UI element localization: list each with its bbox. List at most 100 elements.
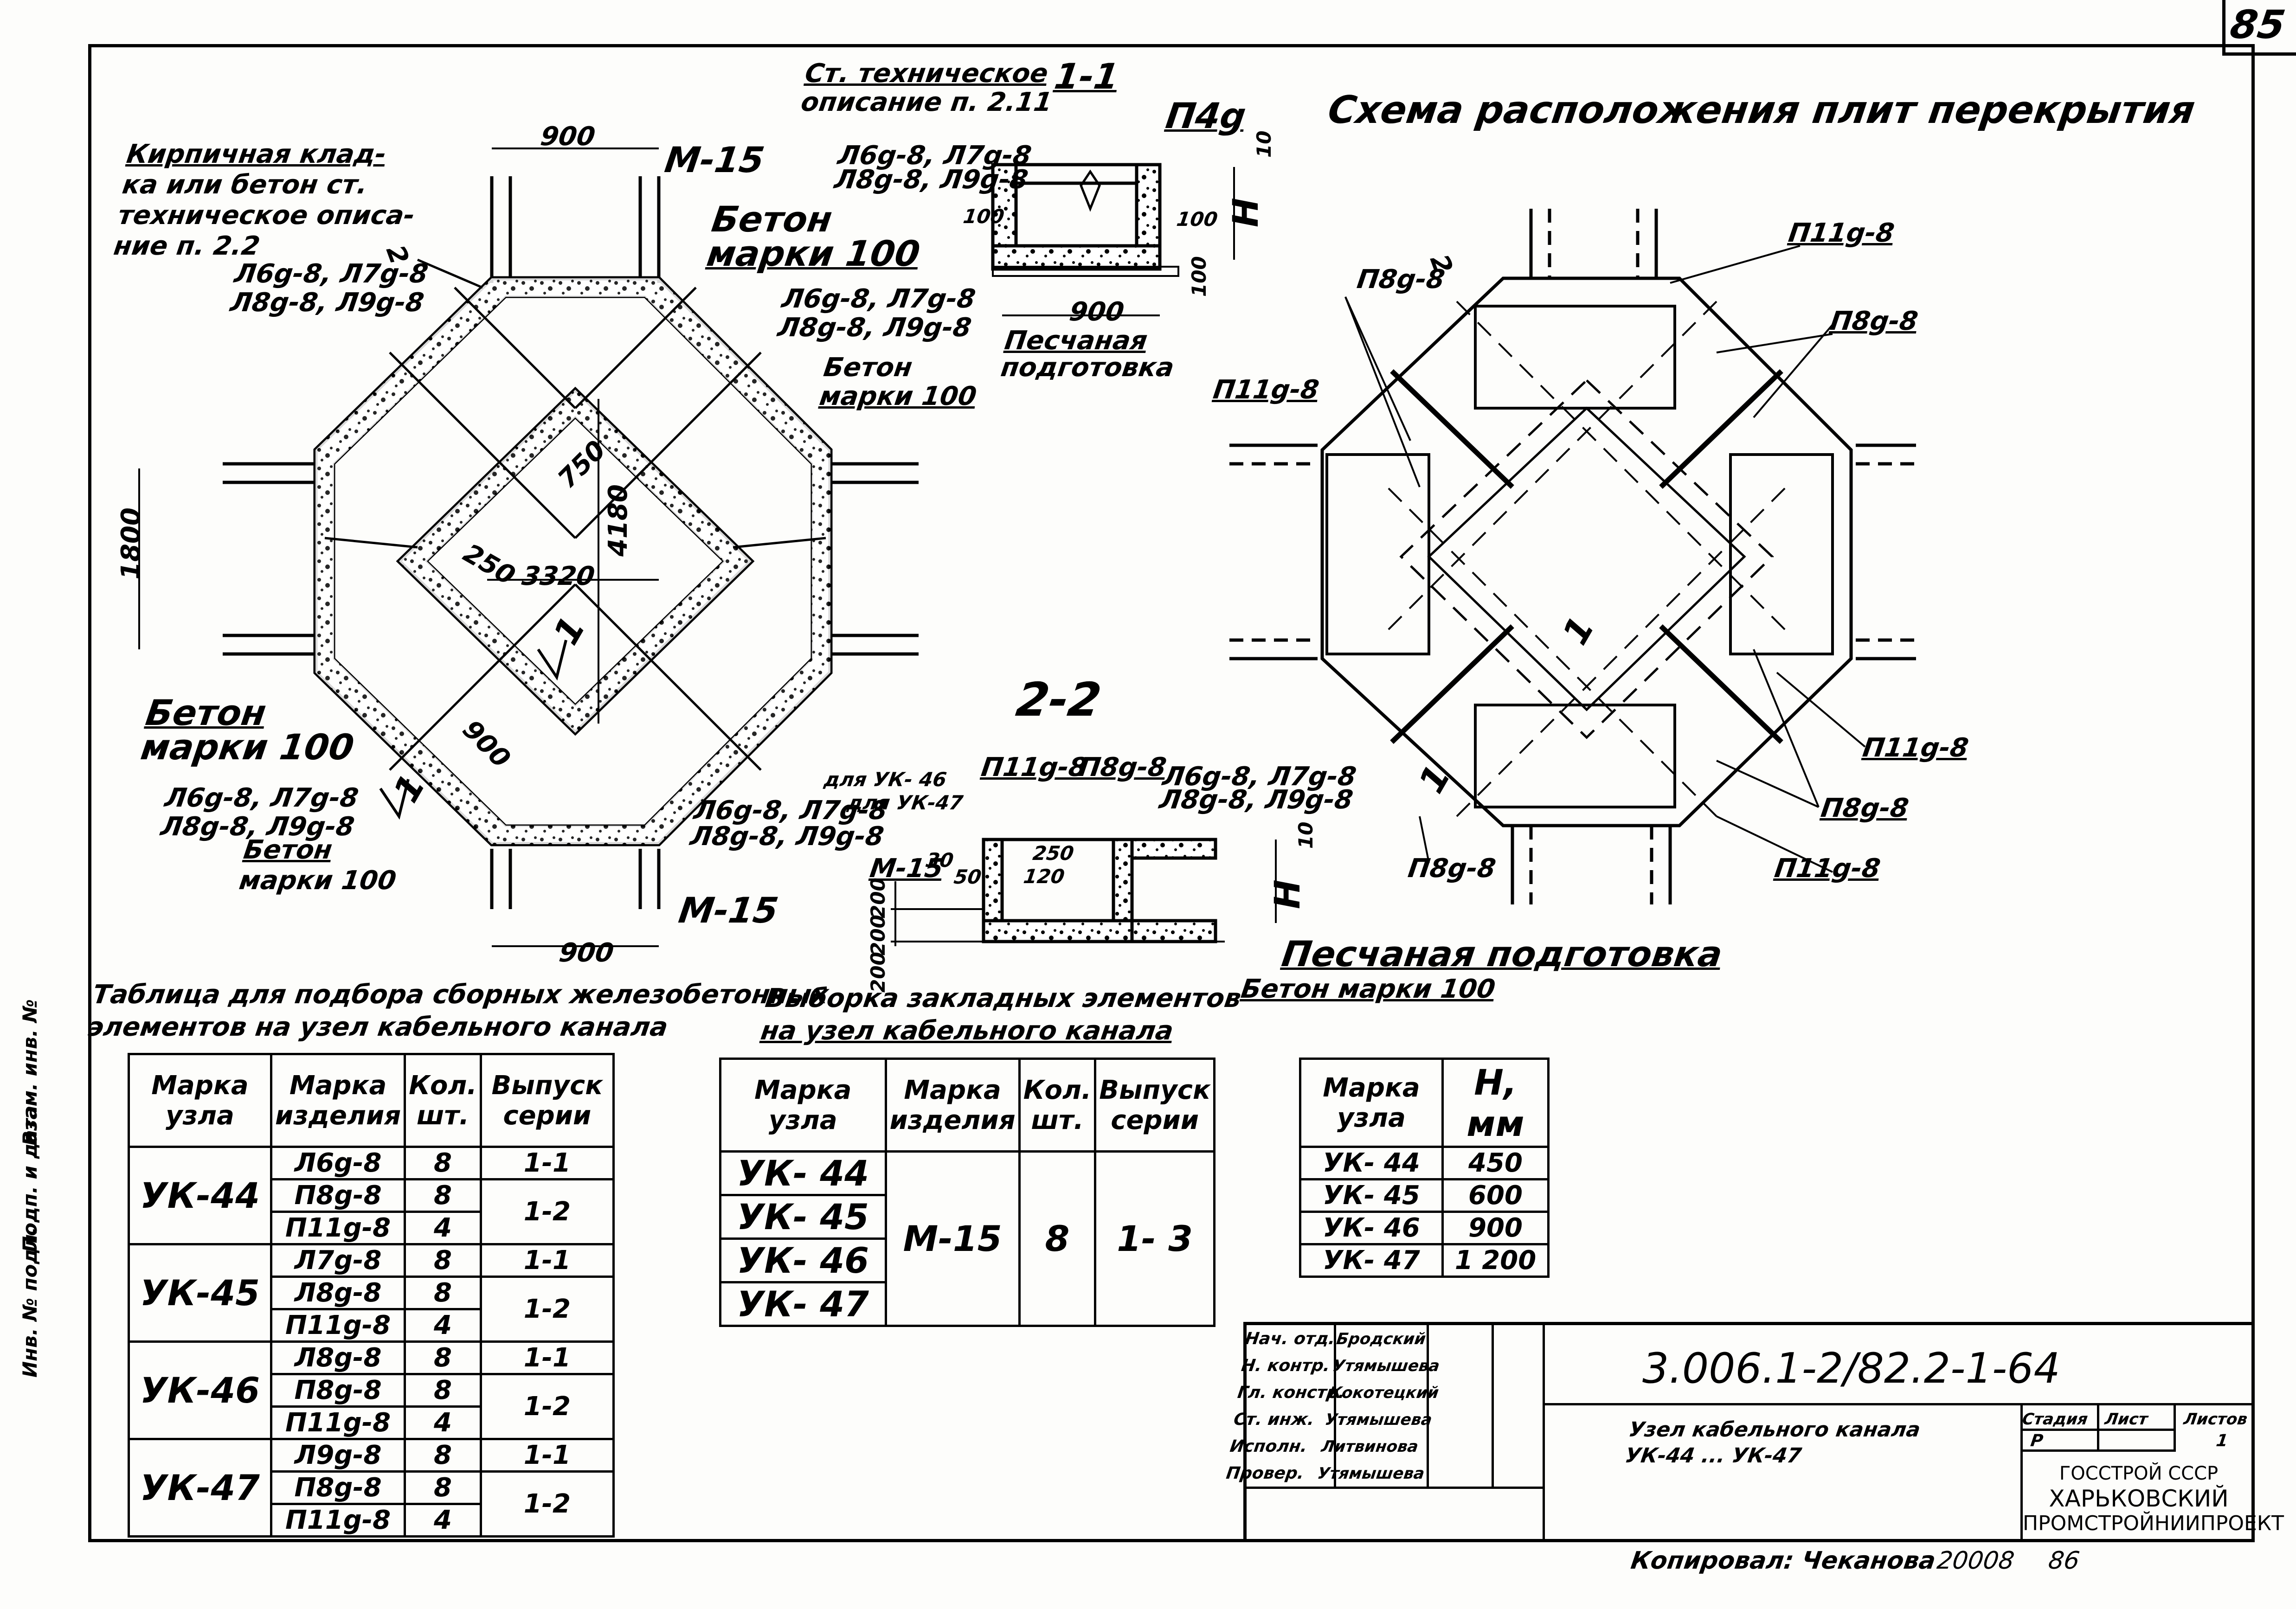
drawing-title-line-2: УК-44 ... УК-47	[1623, 1444, 1803, 1468]
table-1-product: П8g-8	[270, 1373, 406, 1408]
table-3-node: УК- 46	[1299, 1211, 1444, 1245]
section-1-1-dim-900: 900	[1067, 297, 1126, 327]
section-2-2-dim-250: 250	[1031, 842, 1075, 865]
section-1-1-wall-callout: Ст. техническое описание п. 2.11	[799, 58, 1058, 117]
concrete-label-3: Бетон марки 100	[138, 692, 361, 768]
table-2-title-line-1: Выборка закладных элементов	[763, 983, 1243, 1013]
section-1-1-lintels-line-2: Л8g-8, Л9g-8	[832, 165, 1030, 195]
table-1-qty: 8	[404, 1146, 482, 1180]
table-1-series: 1-1	[479, 1243, 615, 1278]
table-1-qty: 8	[404, 1276, 482, 1310]
table-1-header-node: Марка узла	[128, 1053, 272, 1148]
table-1-product: П8g-8	[270, 1178, 406, 1213]
section-1-1-sand-line-1: Песчаная	[1003, 326, 1150, 356]
lintels-4-line-2: Л8g-8, Л9g-8	[688, 821, 886, 852]
table-1-product: Л7g-8	[270, 1243, 406, 1278]
name-5: Литвинова	[1320, 1437, 1420, 1456]
table-1-qty: 8	[404, 1340, 482, 1375]
table-2: Марка узла Марка изделия Кол. шт. Выпуск…	[719, 1058, 1216, 1327]
masonry-callout-line-2: ка или бетон ст.	[120, 170, 370, 200]
table-3-header-h: H, мм	[1441, 1058, 1550, 1148]
lintels-2-line-1: Л6g-8, Л7g-8	[780, 284, 978, 314]
table-1-product: П8g-8	[270, 1470, 406, 1505]
table-2-node: УК- 46	[719, 1237, 887, 1283]
section-2-2	[891, 838, 1277, 946]
table-2-node: УК- 44	[719, 1150, 887, 1196]
drawing-code: 3.006.1-2/82.2-1-64	[1642, 1344, 2060, 1393]
table-1-header-series: Выпуск серии	[479, 1053, 615, 1148]
table-3-node: УК- 47	[1299, 1243, 1444, 1278]
table-1-series: 1-1	[479, 1146, 615, 1180]
table-1-series: 1-2	[479, 1276, 615, 1343]
concrete-label-1-line-2: марки 100	[704, 233, 923, 274]
table-1-series: 1-2	[479, 1373, 615, 1440]
page-number-box: 85	[2222, 0, 2296, 56]
dim-4180: 4180	[603, 484, 633, 557]
wall-callout-line-2: описание п. 2.11	[799, 87, 1054, 117]
org-line-2: ХАРЬКОВСКИЙ	[2049, 1485, 2229, 1512]
section-1-1-sand-line-2: подготовка	[999, 353, 1176, 383]
concrete-label-2-line-1: Бетон	[822, 353, 914, 383]
left-plan	[138, 147, 919, 947]
concrete-label-4: Бетон марки 100	[237, 835, 402, 896]
section-1-1-title: 1-1	[1052, 56, 1122, 97]
dim-left: 1800	[116, 507, 146, 580]
dim-bottom: 900	[557, 938, 616, 968]
lintels-label-3: Л6g-8, Л7g-8 Л8g-8, Л9g-8	[159, 783, 360, 842]
table-2-title: Выборка закладных элементов на узел кабе…	[759, 982, 1243, 1047]
table-1-qty: 4	[404, 1308, 482, 1343]
name-1: Бродский	[1335, 1330, 1427, 1348]
sheet-header: Лист	[2103, 1410, 2149, 1429]
dates-column	[1492, 1322, 1545, 1489]
table-1-product: Л9g-8	[270, 1438, 406, 1473]
table-2-header-node: Марка узла	[719, 1058, 887, 1153]
org-line-1: ГОССТРОЙ СССР	[2059, 1463, 2219, 1484]
drawing-title: Узел кабельного канала УК-44 ... УК-47	[1623, 1417, 1922, 1469]
concrete-label-3-line-1: Бетон	[143, 692, 269, 733]
section-1-1-sand: Песчаная подготовка	[999, 326, 1180, 383]
concrete-label-2-line-2: марки 100	[817, 381, 978, 411]
footer-copied: Копировал: Чеканова	[1629, 1547, 1937, 1575]
table-1-qty: 4	[404, 1211, 482, 1245]
right-label-p8-bottomright: П8g-8	[1819, 793, 1911, 823]
table-1-product: Л8g-8	[270, 1276, 406, 1310]
table-1-node: УК-45	[128, 1243, 272, 1343]
table-1-product: Л6g-8	[270, 1146, 406, 1180]
section-2-2-plate-p11: П11g-8	[979, 752, 1089, 782]
section-1-1-plate: П4g	[1163, 95, 1248, 136]
org-line-3: ПРОМСТРОЙНИИПРОЕКТ	[2023, 1512, 2284, 1535]
section-2-2-lintels-line-2: Л8g-8, Л9g-8	[1157, 785, 1355, 815]
table-3-h: 1 200	[1441, 1243, 1550, 1278]
table-2-product: М-15	[884, 1150, 1021, 1327]
table-3-h: 600	[1441, 1178, 1550, 1213]
section-2-2-dim-10: 10	[1294, 821, 1317, 849]
section-2-2-title: 2-2	[1013, 673, 1105, 727]
table-1-series: 1-2	[479, 1470, 615, 1538]
wall-callout-line-1: Ст. техническое	[803, 58, 1050, 89]
right-label-p8-topright: П8g-8	[1828, 306, 1920, 336]
section-2-2-dim-30: 30	[925, 849, 955, 872]
masonry-callout-line-4: ние п. 2.2	[112, 231, 262, 261]
section-2-2-concrete: Бетон марки 100	[1239, 974, 1498, 1004]
table-1-series: 1-1	[479, 1340, 615, 1375]
right-label-p11-bottom: П11g-8	[1772, 853, 1883, 884]
section-2-2-for-uk46: для УК- 46	[823, 768, 948, 791]
section-2-2-dim-50: 50	[952, 865, 983, 888]
table-2-header-qty: Кол. шт.	[1018, 1058, 1097, 1153]
table-1-product: П11g-8	[270, 1211, 406, 1245]
table-3-h: 450	[1441, 1146, 1550, 1180]
name-6: Утямышева	[1316, 1464, 1426, 1483]
section-2-2-dim-200-b: 200	[867, 915, 889, 955]
mark-m15-top: М-15	[662, 139, 767, 180]
table-2-series: 1- 3	[1094, 1150, 1216, 1327]
lintels-3-line-1: Л6g-8, Л7g-8	[163, 783, 360, 813]
dim-top: 900	[538, 122, 597, 152]
section-1-1-dim-100-right: 100	[1175, 208, 1219, 231]
table-1-node: УК-44	[128, 1146, 272, 1245]
table-3-h: 900	[1441, 1211, 1550, 1245]
section-2-2-for-uk47: для УК-47	[846, 791, 965, 814]
table-1-qty: 4	[404, 1503, 482, 1538]
table-1-qty: 8	[404, 1470, 482, 1505]
table-1-title: Таблица для подбора сборных железобетонн…	[86, 979, 830, 1044]
